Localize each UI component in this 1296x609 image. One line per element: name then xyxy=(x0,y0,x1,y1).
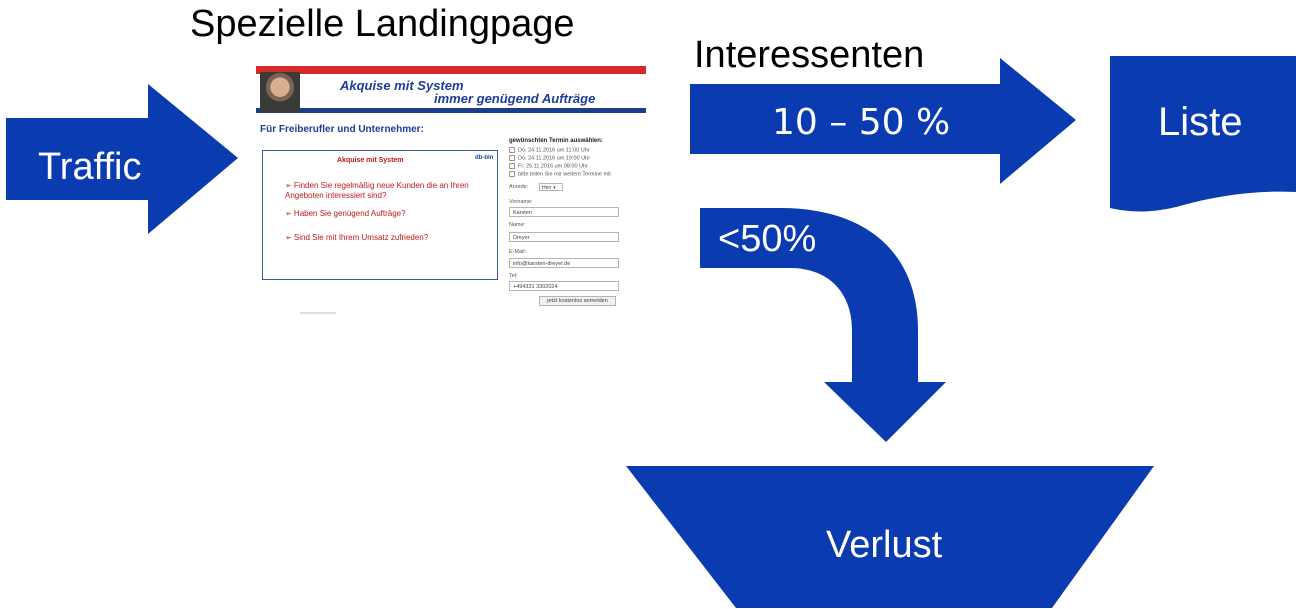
vorname-label: Vorname: xyxy=(509,199,533,205)
form-option-label: bitte teilen Sie mir weitere Termine mit xyxy=(518,171,611,178)
liste-label: Liste xyxy=(1158,100,1243,144)
video-box-logo: db-bin xyxy=(475,155,494,161)
verlust-label: Verlust xyxy=(826,524,943,566)
landingpage-top-bar xyxy=(256,66,646,74)
tel-field[interactable]: +494331 3302024 xyxy=(509,281,619,291)
vorname-field[interactable]: Karsten xyxy=(509,207,619,217)
video-box-bullet: ➢ Haben Sie genügend Aufträge? xyxy=(285,209,406,218)
form-heading: gewünschten Termin auswählen: xyxy=(509,138,603,144)
video-box-bullet: ➢ Sind Sie mit Ihrem Umsatz zufrieden? xyxy=(285,233,429,242)
name-label: Name: xyxy=(509,222,526,228)
anrede-label: Anrede: xyxy=(509,184,529,190)
video-box-bullet: ➢ Finden Sie regelmäßig neue Kunden die … xyxy=(285,181,469,200)
form-option-label: Fr. 25.11.2016 um 08:00 Uhr xyxy=(518,163,588,170)
submit-button[interactable]: jetzt kostenlos anmelden xyxy=(539,296,616,306)
landingpage-banner xyxy=(256,74,646,110)
landingpage-banner-stripe xyxy=(256,108,646,113)
verlust-trapezoid-shape xyxy=(626,466,1154,608)
email-field[interactable]: info@karsten-dreyer.de xyxy=(509,258,619,268)
landingpage-title-line2: immer genügend Aufträge xyxy=(434,91,596,106)
video-box-title: Akquise mit System xyxy=(337,157,404,164)
form-option[interactable]: Do. 24.11.2016 um 19:00 Uhr xyxy=(509,155,590,161)
landingpage-screenshot: Akquise mit System immer genügend Aufträ… xyxy=(256,66,646,318)
verlust-curved-arrow xyxy=(700,208,946,442)
form-option[interactable]: Fr. 25.11.2016 um 08:00 Uhr xyxy=(509,163,588,169)
interessenten-arrow xyxy=(690,58,1076,184)
checkbox[interactable] xyxy=(509,147,515,153)
interessenten-rate-label: 10 – 50 % xyxy=(772,102,951,143)
tel-label: Tel: xyxy=(509,273,518,279)
checkbox[interactable] xyxy=(509,155,515,161)
landingpage-title-line1: Akquise mit System xyxy=(340,78,464,93)
checkbox[interactable] xyxy=(509,171,515,177)
name-field[interactable]: Dreyer xyxy=(509,232,619,242)
traffic-arrow xyxy=(6,84,238,234)
divider xyxy=(300,312,336,314)
landingpage-video-box: Akquise mit System db-bin ➢ Finden Sie r… xyxy=(262,150,498,280)
form-option-label: Do. 24.11.2016 um 19:00 Uhr xyxy=(518,155,591,162)
checkbox[interactable] xyxy=(509,163,515,169)
form-option[interactable]: Do. 24.11.2016 um 11:00 Uhr xyxy=(509,147,590,153)
verlust-rate-label: <50% xyxy=(718,218,817,260)
landingpage-section-heading: Für Freiberufler und Unternehmer: xyxy=(260,124,424,135)
anrede-select[interactable]: Herr ▾ xyxy=(539,183,563,191)
email-label: E-Mail: xyxy=(509,249,527,255)
form-option-label: Do. 24.11.2016 um 11:00 Uhr xyxy=(518,147,590,154)
form-option[interactable]: bitte teilen Sie mir weitere Termine mit xyxy=(509,171,611,177)
interessenten-heading: Interessenten xyxy=(694,34,925,76)
landingpage-heading: Spezielle Landingpage xyxy=(190,3,575,45)
traffic-label: Traffic xyxy=(38,146,142,188)
person-photo xyxy=(260,72,300,112)
liste-document-shape xyxy=(1110,56,1296,212)
